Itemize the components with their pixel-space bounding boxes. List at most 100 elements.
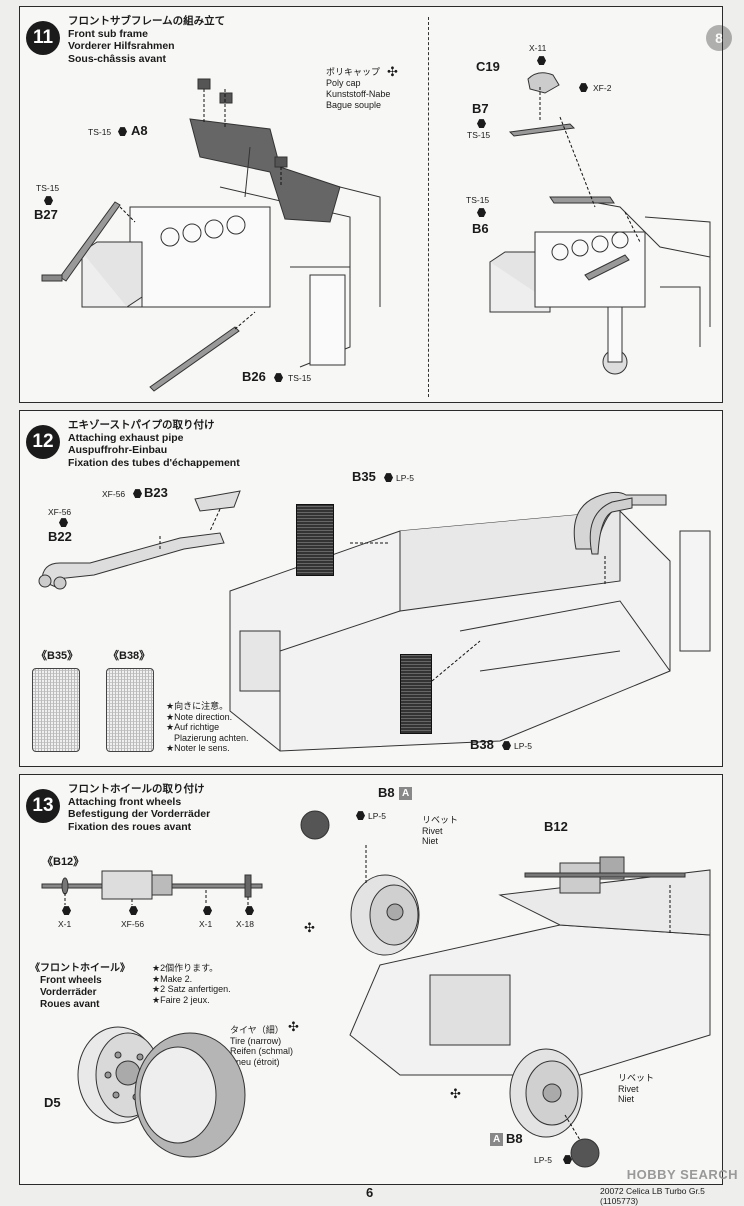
tire-de: Reifen (schmal) xyxy=(230,1046,294,1056)
b23-paint-label: XF-56 xyxy=(102,489,126,499)
page-number: 6 xyxy=(366,1185,374,1200)
front-wheel-fr: Roues avant xyxy=(40,999,100,1010)
c19-x-label: X-11 xyxy=(529,43,547,53)
polycap-jp: ポリキャップ xyxy=(326,67,381,77)
b35-paint-label: LP-5 xyxy=(396,473,414,483)
direction-note-fr: ★Noter le sens. xyxy=(166,743,230,753)
part-d5: D5 xyxy=(44,1095,61,1110)
rivet-top-jp: リベット xyxy=(422,815,459,825)
wrench-icon-top: ✣ xyxy=(304,920,315,935)
b23-paint-hex-icon xyxy=(131,488,144,499)
step-11-title-jp: フロントサブフレームの組み立て xyxy=(68,15,226,27)
step-11-title-fr: Sous-châssis avant xyxy=(68,52,167,65)
rivet-bottom-de: Niet xyxy=(618,1094,635,1104)
rivet-bottom-jp: リベット xyxy=(618,1073,655,1083)
b38-paint-label: LP-5 xyxy=(514,741,532,751)
b38-callout-grille xyxy=(106,668,154,752)
tire-narrow-label: タイヤ（細） Tire (narrow) Reifen (schmal) Pne… xyxy=(230,1025,293,1067)
rivet-top-de: Niet xyxy=(422,836,439,846)
step-12-title-jp: エキゾーストパイプの取り付け xyxy=(68,419,215,431)
tire-jp: タイヤ（細） xyxy=(230,1025,284,1035)
make-two-jp: ★2個作ります。 xyxy=(152,963,219,973)
rivet-top-label: リベット Rivet Niet xyxy=(422,815,458,847)
polycap-fr: Bague souple xyxy=(326,100,382,110)
step-12-titles: エキゾーストパイプの取り付け Attaching exhaust pipe Au… xyxy=(68,419,240,469)
front-wheel-callout: 《フロントホイール》 Front wheels Vorderräder Roue… xyxy=(30,963,130,1011)
direction-note-en: ★Note direction. xyxy=(166,711,233,722)
b26-screw-label: TS-15 xyxy=(288,373,312,383)
part-b27: B27 xyxy=(34,207,58,222)
step-11-left-illustration xyxy=(41,78,381,392)
a8-screw-hex-icon xyxy=(116,126,129,137)
part-b22: B22 xyxy=(48,529,72,544)
step-12-illustration xyxy=(38,490,711,752)
direction-note-jp: ★向きに注意。 xyxy=(166,701,229,711)
b7-screw-label: TS-15 xyxy=(467,130,491,140)
step-13-title-en: Attaching front wheels xyxy=(68,795,182,808)
b27-screw-hex-icon xyxy=(42,195,55,206)
b35-callout-grille xyxy=(32,668,80,752)
b12-paint-1-label: X-1 xyxy=(58,919,72,929)
polycap-de: Kunststoff-Nabe xyxy=(326,89,391,99)
wrench-icon-bottom: ✣ xyxy=(450,1086,461,1101)
front-wheel-callout-jp: 《フロントホイール》 xyxy=(30,963,130,974)
b38-grille-piece xyxy=(400,654,432,734)
b7-screw-hex-icon xyxy=(475,118,488,129)
polycap-label: ポリキャップ Poly cap Kunststoff-Nabe Bague so… xyxy=(326,67,390,111)
part-b8-bottom: B8 xyxy=(506,1131,523,1146)
part-b35: B35 xyxy=(352,469,376,484)
b8-top-badge-text: A xyxy=(399,787,413,800)
side-step-badge: 8 xyxy=(706,25,732,51)
b12-paint-4-hex-icon xyxy=(243,905,256,916)
front-wheel-de: Vorderräder xyxy=(40,987,97,998)
b26-screw-hex-icon xyxy=(272,372,285,383)
b6-screw-label: TS-15 xyxy=(466,195,490,205)
b22-paint-hex-icon xyxy=(57,517,70,528)
step-11-panel: 11 フロントサブフレームの組み立て Front sub frame Vorde… xyxy=(19,6,732,403)
step-13-panel: 13 フロントホイールの取り付け Attaching front wheels … xyxy=(19,774,723,1185)
b38-callout-label: 《B38》 xyxy=(108,650,151,662)
b12-shaft-illustration xyxy=(41,870,263,905)
rivet-top-en: Rivet xyxy=(422,825,443,836)
part-b7: B7 xyxy=(472,101,489,116)
step-11-titles: フロントサブフレームの組み立て Front sub frame Vorderer… xyxy=(68,15,225,65)
b8-bottom-paint-label: LP-5 xyxy=(534,1155,552,1165)
tire-fr: Pneu (étroit) xyxy=(230,1056,280,1067)
b8-top-paint-hex-icon xyxy=(354,810,367,821)
part-b26: B26 xyxy=(242,369,266,384)
step-12-title-en: Attaching exhaust pipe xyxy=(68,431,184,444)
step-13-title-fr: Fixation des roues avant xyxy=(68,820,192,833)
wrench-icon: ✣ xyxy=(387,64,398,79)
step-12-panel: 12 エキゾーストパイプの取り付け Attaching exhaust pipe… xyxy=(19,410,723,767)
b8-bottom-paint-hex-icon xyxy=(561,1154,574,1165)
part-b23: B23 xyxy=(144,485,168,500)
part-b6: B6 xyxy=(472,221,489,236)
c19-xf-label: XF-2 xyxy=(593,83,612,93)
b22-paint-label: XF-56 xyxy=(48,507,72,517)
c19-xf-hex-icon xyxy=(577,82,590,93)
b12-paint-1-hex-icon xyxy=(60,905,73,916)
a8-screw-label: TS-15 xyxy=(88,127,112,137)
b38-paint-hex-icon xyxy=(500,740,513,751)
step-12-number: 12 xyxy=(26,425,60,459)
b8-bottom-badge-text: A xyxy=(490,1133,504,1146)
b6-screw-hex-icon xyxy=(475,207,488,218)
part-b8-top: B8 xyxy=(378,785,395,800)
tire-en: Tire (narrow) xyxy=(230,1035,282,1046)
step-13-number: 13 xyxy=(26,789,60,823)
step-12-title-de: Auspuffrohr-Einbau xyxy=(68,444,168,456)
make-two-de: ★2 Satz anfertigen. xyxy=(152,984,231,994)
step-11-number: 11 xyxy=(26,21,60,55)
step-13-main-illustration xyxy=(300,810,711,1168)
rivet-bottom-en: Rivet xyxy=(618,1083,639,1094)
b27-screw-label: TS-15 xyxy=(36,183,60,193)
kit-code: 20072 Celica LB Turbo Gr.5 (1105773) xyxy=(600,1186,705,1206)
front-wheel-assembly-illustration xyxy=(77,1026,246,1158)
b12-paint-2-hex-icon xyxy=(127,905,140,916)
b12-callout-label: 《B12》 xyxy=(42,856,85,868)
b35-callout-label: 《B35》 xyxy=(36,650,79,662)
rivet-bottom-label: リベット Rivet Niet xyxy=(618,1073,654,1105)
polycap-en: Poly cap xyxy=(326,78,361,88)
direction-note: ★向きに注意。 ★Note direction. ★Auf richtige P… xyxy=(166,701,249,754)
b35-paint-hex-icon xyxy=(382,472,395,483)
